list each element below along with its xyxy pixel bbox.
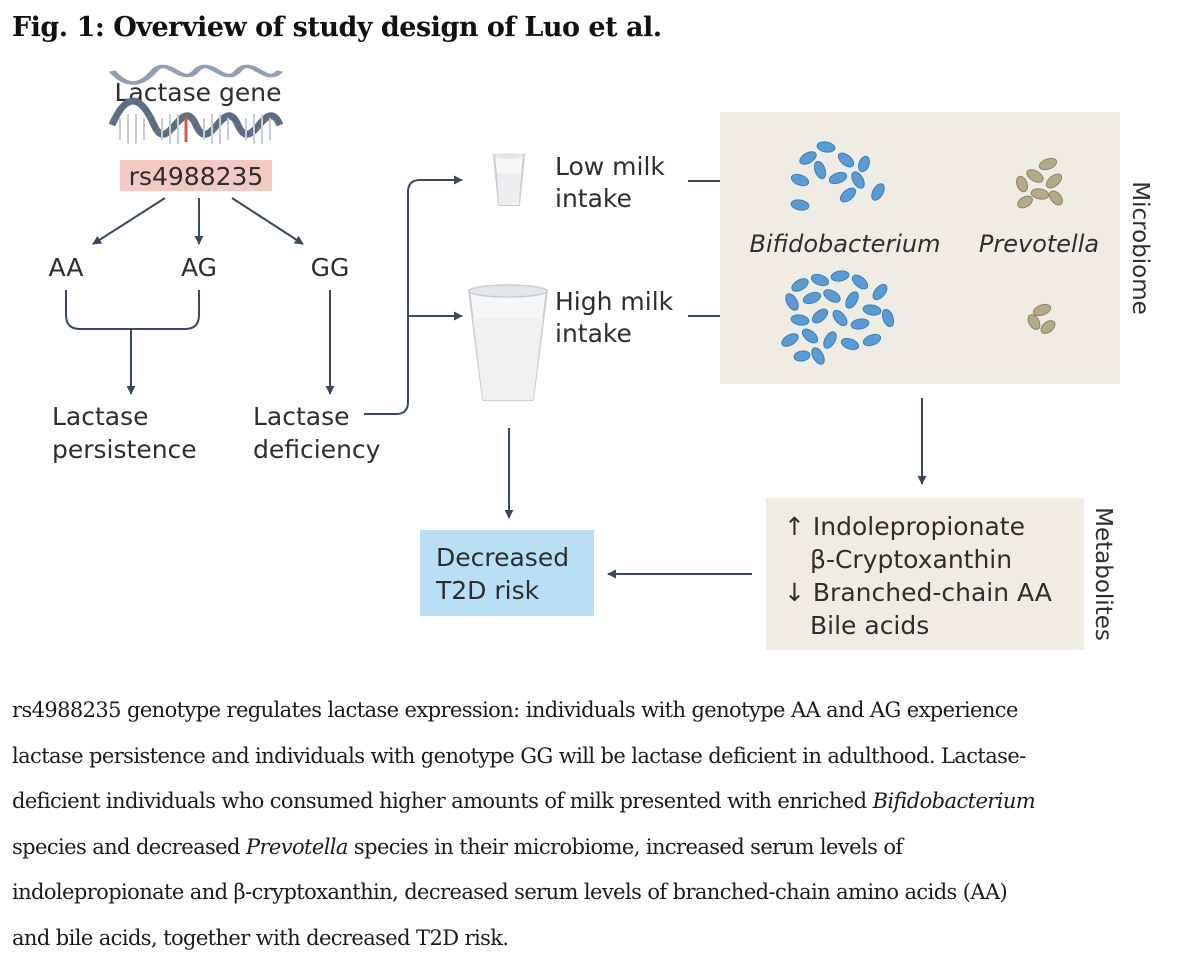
caption-line-2: lactase persistence and individuals with… [12, 743, 1026, 768]
figure-caption: rs4988235 genotype regulates lactase exp… [12, 688, 1192, 961]
bifidobacterium-label: Bifidobacterium [750, 230, 941, 258]
dna-icon [108, 64, 284, 144]
prevotella-label: Prevotella [979, 230, 1099, 258]
lactase-persistence-label: Lactase persistence [52, 402, 197, 464]
metabolites-list: ↑ Indolepropionate β-Cryptoxanthin ↓ Bra… [784, 512, 1060, 640]
outcome-label: Decreased T2D risk [435, 543, 577, 605]
lactase-deficiency-label: Lactase deficiency [253, 402, 381, 464]
persistence-bracket [65, 290, 200, 395]
figure-title: Fig. 1: Overview of study design of Luo … [12, 12, 662, 43]
caption-line-4: species and decreased Prevotella species… [12, 834, 903, 859]
microbiome-label: Microbiome [1127, 181, 1153, 315]
genotype-ag: AG [181, 253, 217, 282]
outcome-box [420, 530, 594, 616]
bifidobacterium-high-icon [781, 270, 895, 365]
snp-highlight [120, 160, 272, 191]
bifidobacterium-low-icon [790, 141, 885, 211]
low-milk-label: Low milk intake [555, 152, 673, 213]
metabolites-label: Metabolites [1090, 507, 1116, 641]
caption-line-3: deficient individuals who consumed highe… [12, 789, 1036, 813]
metabolites-panel [766, 498, 1084, 650]
caption-line-5: indolepropionate and β-cryptoxanthin, de… [12, 880, 1008, 904]
small-glass-icon [492, 153, 526, 206]
high-milk-label: High milk intake [555, 287, 681, 348]
genotype-arrows [92, 197, 304, 245]
caption-line-6: and bile acids, together with decreased … [12, 925, 509, 950]
genotype-gg: GG [311, 253, 350, 282]
study-design-diagram: Lactase gene rs4988235 AA AG GG [49, 64, 1153, 650]
prevotella-low-icon [1016, 157, 1063, 209]
genotype-aa: AA [49, 253, 84, 282]
snp-label: rs4988235 [129, 162, 264, 191]
prevotella-high-icon [1027, 303, 1056, 334]
large-glass-icon [467, 284, 549, 401]
caption-line-1: rs4988235 genotype regulates lactase exp… [12, 698, 1018, 722]
milk-branch-arrows [364, 175, 463, 415]
